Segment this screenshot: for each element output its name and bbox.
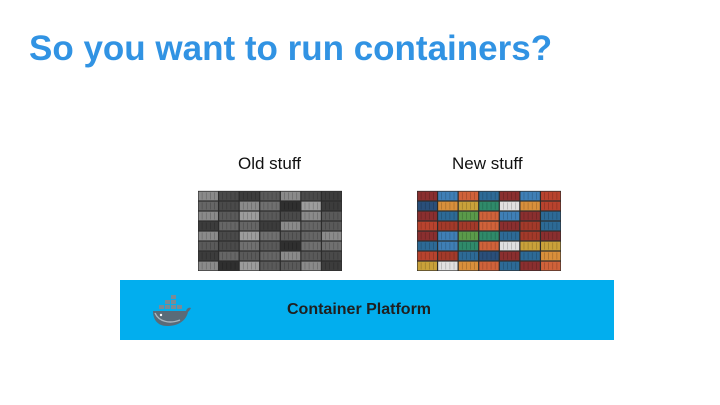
- new-containers-graphic: [417, 191, 561, 271]
- container-platform-bar: Container Platform: [120, 280, 614, 340]
- old-stuff-label: Old stuff: [238, 154, 301, 174]
- container-platform-label: Container Platform: [287, 300, 431, 320]
- docker-whale-icon: [150, 292, 192, 328]
- new-stuff-label: New stuff: [452, 154, 523, 174]
- old-containers-graphic: [198, 191, 342, 271]
- new-containers-image: [417, 190, 561, 271]
- old-containers-image: [198, 190, 342, 271]
- slide-title: So you want to run containers?: [29, 27, 552, 71]
